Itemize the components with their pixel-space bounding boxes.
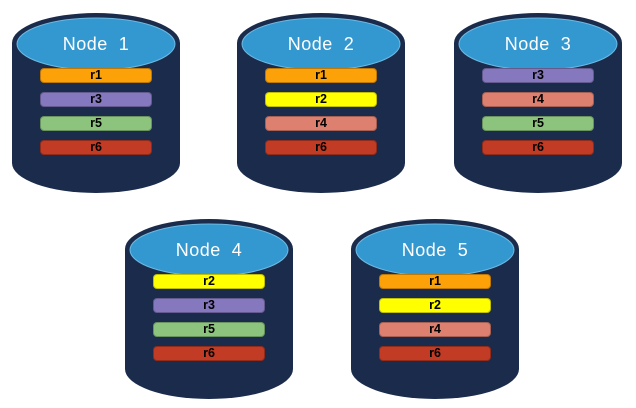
replica-bar: r2 (379, 298, 491, 313)
replica-list: r1 r2 r4 r6 (265, 68, 377, 155)
node-5: Node 5 r1 r2 r4 r6 (348, 217, 522, 403)
replica-bar: r2 (265, 92, 377, 107)
node-title: Node 2 (287, 34, 355, 54)
replica-bar: r4 (379, 322, 491, 337)
replica-bar: r6 (153, 346, 265, 361)
replica-bar: r5 (40, 116, 152, 131)
replica-bar: r1 (40, 68, 152, 83)
node-title: Node 5 (401, 240, 469, 260)
replica-bar: r5 (153, 322, 265, 337)
node-3: Node 3 r3 r4 r5 r6 (451, 11, 625, 197)
replica-bar: r6 (379, 346, 491, 361)
replica-list: r2 r3 r5 r6 (153, 274, 265, 361)
replica-bar: r3 (482, 68, 594, 83)
replica-bar: r5 (482, 116, 594, 131)
node-2: Node 2 r1 r2 r4 r6 (234, 11, 408, 197)
replica-bar: r3 (40, 92, 152, 107)
replica-list: r3 r4 r5 r6 (482, 68, 594, 155)
replica-list: r1 r3 r5 r6 (40, 68, 152, 155)
replica-bar: r6 (265, 140, 377, 155)
node-title: Node 4 (175, 240, 243, 260)
replica-bar: r4 (482, 92, 594, 107)
replica-bar: r4 (265, 116, 377, 131)
replica-bar: r6 (482, 140, 594, 155)
replica-bar: r2 (153, 274, 265, 289)
replica-bar: r1 (265, 68, 377, 83)
replica-bar: r6 (40, 140, 152, 155)
replica-list: r1 r2 r4 r6 (379, 274, 491, 361)
node-title: Node 1 (62, 34, 130, 54)
replica-bar: r1 (379, 274, 491, 289)
replica-bar: r3 (153, 298, 265, 313)
node-title: Node 3 (504, 34, 572, 54)
node-4: Node 4 r2 r3 r5 r6 (122, 217, 296, 403)
node-1: Node 1 r1 r3 r5 r6 (9, 11, 183, 197)
